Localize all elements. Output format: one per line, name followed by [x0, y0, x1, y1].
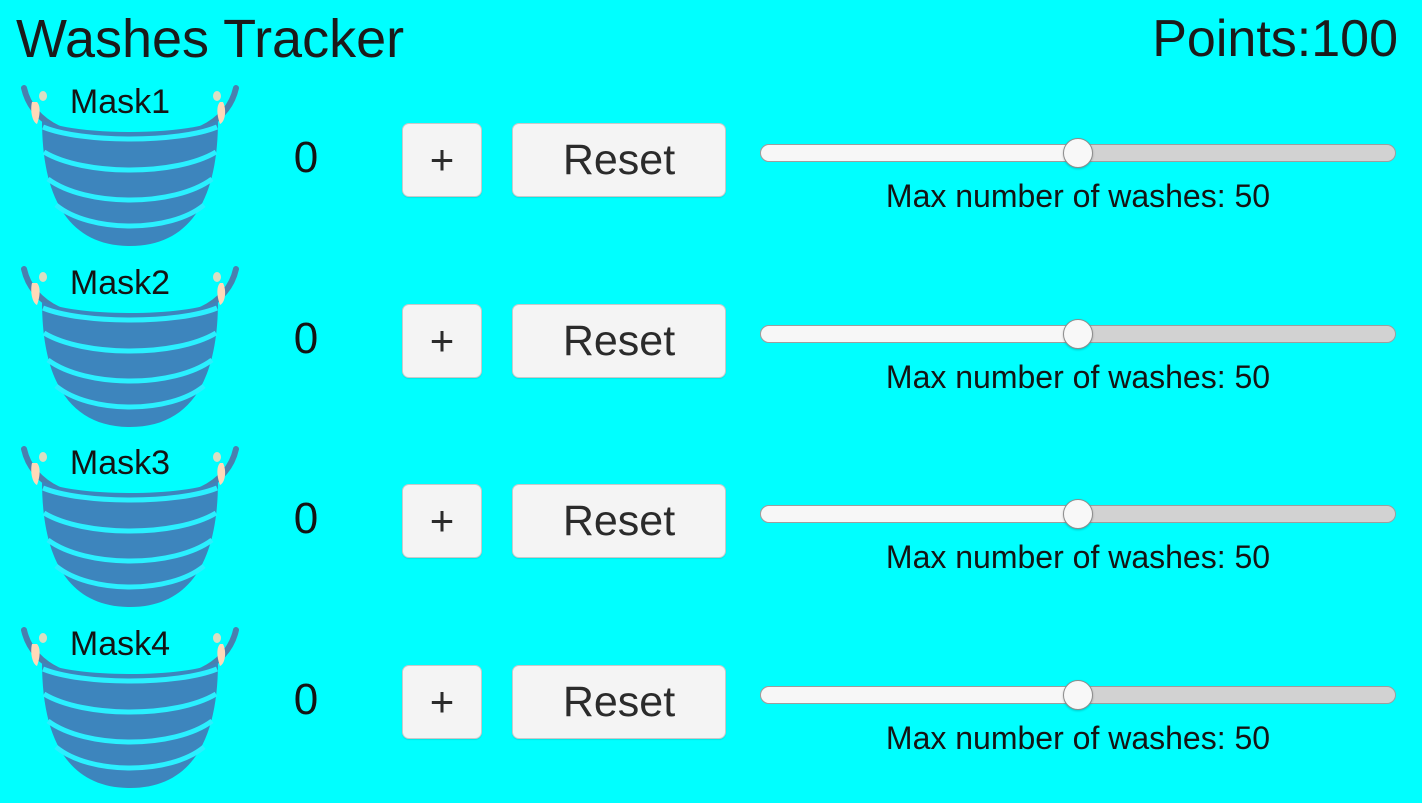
max-washes-caption: Max number of washes: 50 [885, 359, 1271, 395]
face-mask-icon [10, 622, 250, 798]
points-display: Points:100 [1152, 6, 1398, 72]
face-mask-icon [10, 261, 250, 437]
app-header: Washes Tracker Points:100 [0, 0, 1422, 80]
face-mask-icon [10, 80, 250, 256]
max-washes-slider[interactable] [760, 499, 1396, 529]
reset-button[interactable]: Reset [512, 665, 726, 739]
slider-thumb[interactable] [1063, 319, 1093, 349]
max-washes-slider[interactable] [760, 319, 1396, 349]
wash-count: 0 [293, 675, 319, 724]
increment-button[interactable]: + [402, 123, 482, 197]
max-washes-caption: Max number of washes: 50 [885, 720, 1271, 756]
mask-row: Mask3 0 + Reset Max number of washes: 50 [0, 441, 1422, 622]
max-washes-slider[interactable] [760, 138, 1396, 168]
mask-row: Mask2 0 + Reset Max number of washes: 50 [0, 261, 1422, 442]
points-value: 100 [1311, 10, 1398, 68]
mask-row: Mask4 0 + Reset Max number of washes: 50 [0, 622, 1422, 803]
max-washes-slider[interactable] [760, 680, 1396, 710]
wash-count: 0 [293, 133, 319, 182]
max-washes-slider-group: Max number of washes: 50 [760, 622, 1396, 798]
reset-button[interactable]: Reset [512, 484, 726, 558]
max-washes-caption: Max number of washes: 50 [885, 178, 1271, 214]
max-washes-slider-group: Max number of washes: 50 [760, 441, 1396, 617]
increment-button[interactable]: + [402, 304, 482, 378]
slider-thumb[interactable] [1063, 499, 1093, 529]
increment-button[interactable]: + [402, 484, 482, 558]
wash-count: 0 [293, 494, 319, 543]
face-mask-icon [10, 441, 250, 617]
max-washes-caption: Max number of washes: 50 [885, 539, 1271, 575]
mask-row: Mask1 0 + Reset Max number of washes: 50 [0, 80, 1422, 261]
max-washes-slider-group: Max number of washes: 50 [760, 261, 1396, 437]
page-title: Washes Tracker [16, 9, 405, 69]
reset-button[interactable]: Reset [512, 304, 726, 378]
slider-thumb[interactable] [1063, 680, 1093, 710]
slider-fill [760, 325, 1078, 343]
wash-count: 0 [293, 314, 319, 363]
slider-thumb[interactable] [1063, 138, 1093, 168]
reset-button[interactable]: Reset [512, 123, 726, 197]
max-washes-slider-group: Max number of washes: 50 [760, 80, 1396, 256]
increment-button[interactable]: + [402, 665, 482, 739]
mask-row-list: Mask1 0 + Reset Max number of washes: 50 [0, 80, 1422, 800]
slider-fill [760, 505, 1078, 523]
points-label: Points: [1152, 10, 1312, 68]
slider-fill [760, 686, 1078, 704]
slider-fill [760, 144, 1078, 162]
